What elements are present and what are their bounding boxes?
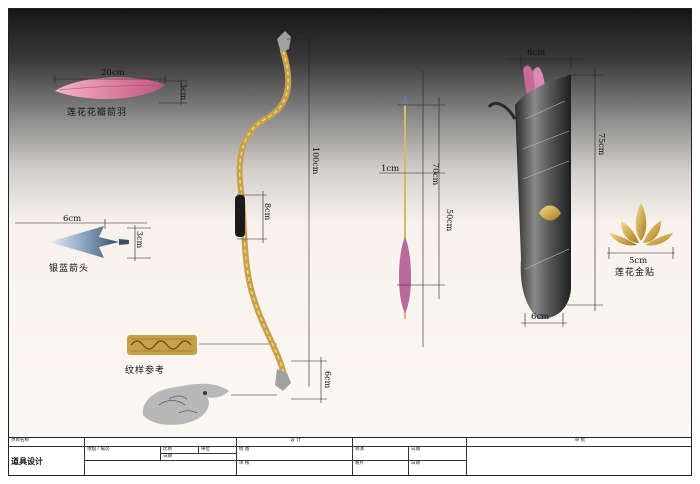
tb-draw: 绘 图 xyxy=(237,447,353,461)
tb-scale: 比例 xyxy=(161,447,199,454)
arrow-dimensions xyxy=(379,71,445,347)
tb-empty-bottom xyxy=(85,461,237,475)
arrow-head-label: 1cm xyxy=(381,164,400,174)
petal-width-label: 20cm xyxy=(101,68,125,78)
tb-empty-mid xyxy=(353,438,467,447)
lotus-emblem-icon xyxy=(609,203,673,246)
petal-name-label: 莲花花瓣箭羽 xyxy=(67,108,128,118)
petal-dimensions xyxy=(53,75,187,105)
tb-review: 审 核 xyxy=(237,461,353,475)
tb-design: 设 计 xyxy=(237,438,353,447)
head-height-label: 3cm xyxy=(135,231,144,249)
lotus-dimensions xyxy=(607,247,675,259)
tb-approve-area xyxy=(467,447,691,475)
quiver-height-label: 75cm xyxy=(597,133,606,156)
tb-design-title: 道具设计 xyxy=(9,447,85,475)
drawing-canvas: 20cm 3cm 莲花花瓣箭羽 6cm 3cm 银蓝箭头 纹样参考 100cm … xyxy=(9,9,691,437)
bow-dimensions xyxy=(237,35,327,403)
tb-approve: 审 批 xyxy=(467,438,691,447)
quiver-top-label: 8cm xyxy=(527,48,546,58)
tb-project-name: 项目名称 xyxy=(9,438,85,447)
tb-cast: 導演 xyxy=(353,447,409,461)
tb-date2: 日期 xyxy=(409,447,467,461)
tb-unit: 單位 xyxy=(199,447,237,454)
quiver-icon xyxy=(487,65,571,319)
arrow-icon xyxy=(399,95,411,319)
lotus-petal-icon xyxy=(55,77,165,99)
quiver-dimensions xyxy=(507,55,603,327)
dragon-head-icon xyxy=(142,383,229,425)
drawing-artwork xyxy=(15,31,675,425)
tb-date3: 日期 xyxy=(409,461,467,475)
pattern-name-label: 纹样参考 xyxy=(125,366,166,376)
arrow-mid-label: 70cm xyxy=(431,163,440,186)
head-name-label: 银蓝箭头 xyxy=(49,264,90,274)
title-block: 项目名称 道具设计 地點 / 場次 比例 單位 日期 设 计 绘 图 审 核 導… xyxy=(9,437,691,475)
lotus-width-label: 5cm xyxy=(629,256,648,266)
tb-producer: 製片 xyxy=(353,461,409,475)
bow-tip-label: 6cm xyxy=(323,371,332,389)
arrowhead-icon xyxy=(49,226,129,258)
pattern-strip-icon xyxy=(127,335,197,355)
tb-empty-top xyxy=(85,438,237,447)
head-width-label: 6cm xyxy=(63,214,82,224)
quiver-bottom-label: 6cm xyxy=(531,312,550,322)
bow-grip-label: 8cm xyxy=(263,203,272,221)
tb-date1: 日期 xyxy=(161,454,237,461)
bow-length-label: 100cm xyxy=(311,147,320,175)
arrow-full-label: 50cm xyxy=(445,209,454,232)
petal-height-label: 3cm xyxy=(179,83,188,101)
arrowhead-dimensions xyxy=(15,219,151,261)
tb-location: 地點 / 場次 xyxy=(85,447,161,461)
bow-icon xyxy=(235,31,292,391)
lotus-name-label: 莲花金贴 xyxy=(615,268,656,278)
drawing-frame: 20cm 3cm 莲花花瓣箭羽 6cm 3cm 银蓝箭头 纹样参考 100cm … xyxy=(8,8,692,476)
